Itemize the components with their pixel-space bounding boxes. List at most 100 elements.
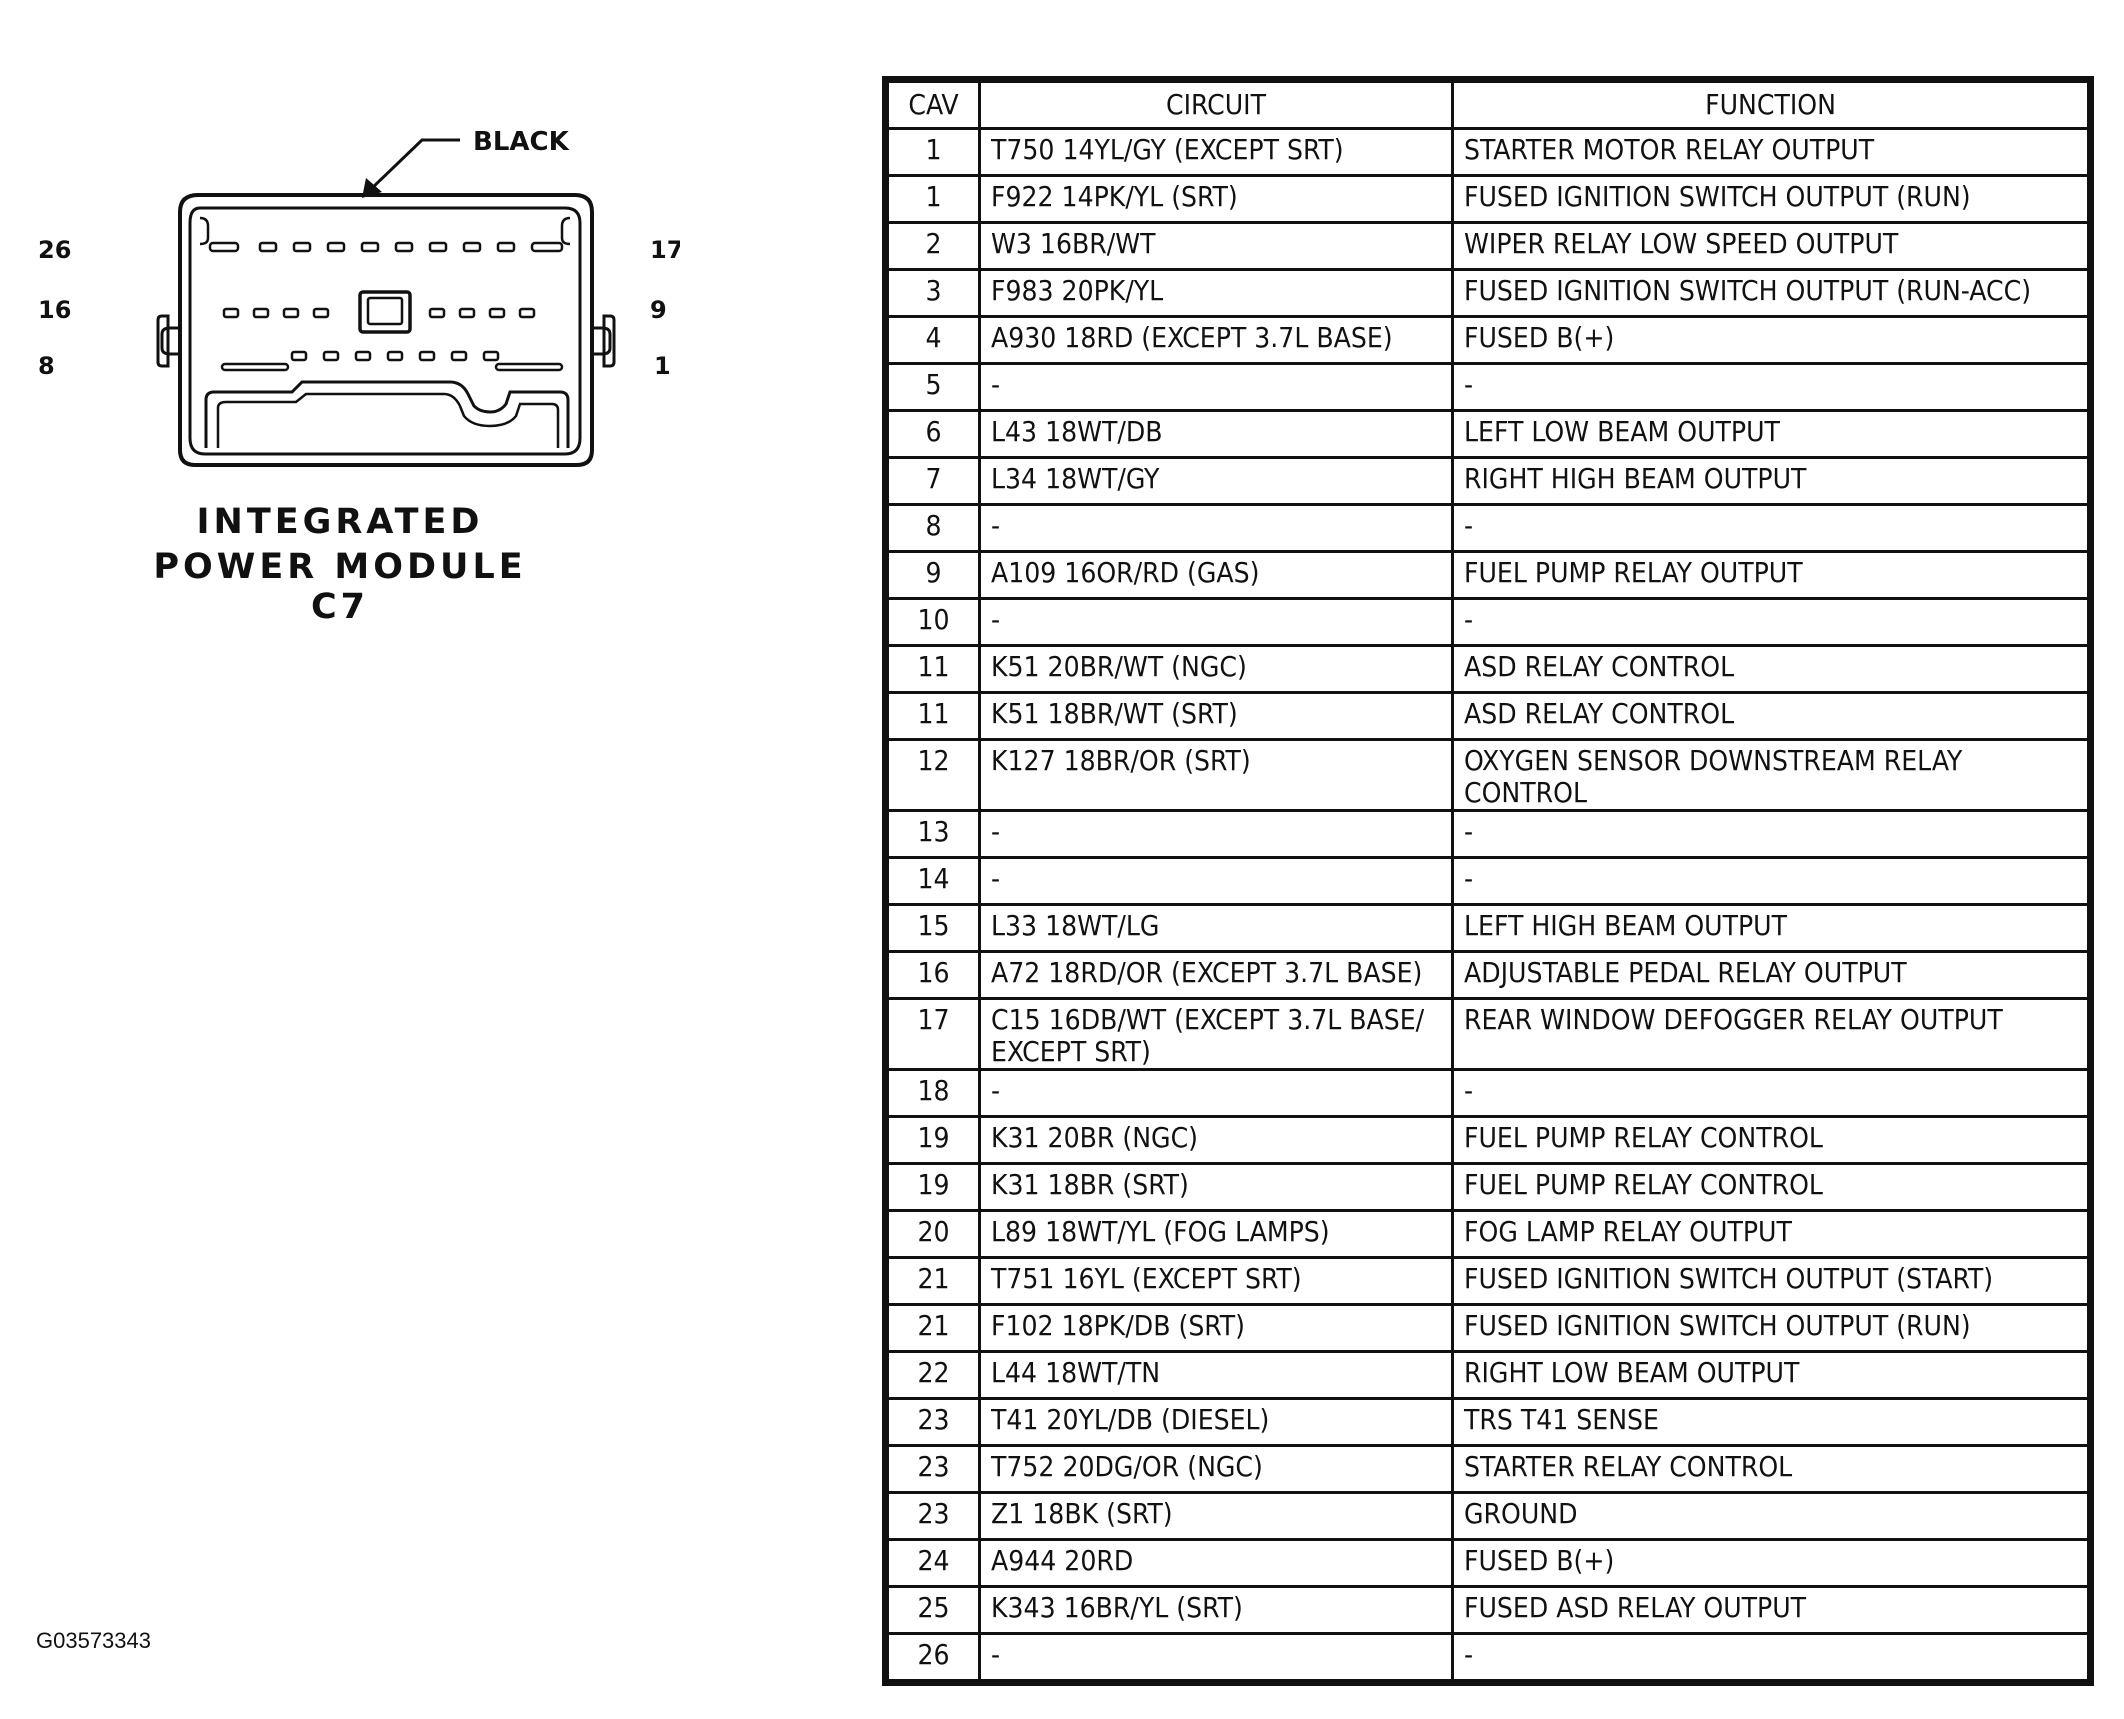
function-cell: FUSED B(+) (1451, 1538, 2090, 1588)
circuit-cell: K31 18BR (SRT) (978, 1162, 1454, 1212)
pin-label-26: 26 (38, 236, 71, 264)
connector-title-line-1: INTEGRATED (196, 502, 484, 542)
cav-cell: 20 (886, 1209, 981, 1259)
cav-cell: 17 (886, 997, 981, 1071)
cav-cell: 22 (886, 1350, 981, 1400)
circuit-cell: K31 20BR (NGC) (978, 1115, 1454, 1165)
pin-label-8: 8 (38, 352, 55, 380)
circuit-cell: T752 20DG/OR (NGC) (978, 1444, 1454, 1494)
table-row: 13-- (886, 809, 2090, 859)
circuit-cell: C15 16DB/WT (EXCEPT 3.7L BASE/ EXCEPT SR… (978, 997, 1454, 1071)
circuit-cell: Z1 18BK (SRT) (978, 1491, 1454, 1541)
cav-cell: 21 (886, 1303, 981, 1353)
function-cell: FUEL PUMP RELAY CONTROL (1451, 1162, 2090, 1212)
function-cell: LEFT LOW BEAM OUTPUT (1451, 409, 2090, 459)
header-circuit: CIRCUIT (978, 80, 1454, 130)
circuit-cell: L33 18WT/LG (978, 903, 1454, 953)
cav-cell: 23 (886, 1444, 981, 1494)
circuit-cell: F922 14PK/YL (SRT) (978, 174, 1454, 224)
function-cell: ASD RELAY CONTROL (1451, 644, 2090, 694)
pin-label-9: 9 (650, 296, 667, 324)
black-leader-arrow (362, 138, 460, 198)
table-row: 5-- (886, 362, 2090, 412)
circuit-cell: F102 18PK/DB (SRT) (978, 1303, 1454, 1353)
circuit-cell: K51 18BR/WT (SRT) (978, 691, 1454, 741)
cav-cell: 9 (886, 550, 981, 600)
circuit-cell: - (978, 362, 1454, 412)
table-header-row: CAV CIRCUIT FUNCTION (886, 80, 2090, 130)
circuit-cell: - (978, 1632, 1454, 1682)
function-cell: - (1451, 809, 2090, 859)
function-cell: REAR WINDOW DEFOGGER RELAY OUTPUT (1451, 997, 2090, 1071)
circuit-cell: A930 18RD (EXCEPT 3.7L BASE) (978, 315, 1454, 365)
cav-cell: 21 (886, 1256, 981, 1306)
function-cell: - (1451, 597, 2090, 647)
pin-label-17: 17 (650, 236, 680, 264)
function-cell: ASD RELAY CONTROL (1451, 691, 2090, 741)
cav-cell: 10 (886, 597, 981, 647)
figure-id: G03573343 (36, 1628, 151, 1653)
circuit-cell: T750 14YL/GY (EXCEPT SRT) (978, 127, 1454, 177)
cav-cell: 7 (886, 456, 981, 506)
function-cell: FUSED B(+) (1451, 315, 2090, 365)
function-cell: WIPER RELAY LOW SPEED OUTPUT (1451, 221, 2090, 271)
function-cell: STARTER MOTOR RELAY OUTPUT (1451, 127, 2090, 177)
cav-cell: 24 (886, 1538, 981, 1588)
cav-cell: 12 (886, 738, 981, 812)
cav-cell: 16 (886, 950, 981, 1000)
circuit-cell: - (978, 1068, 1454, 1118)
cav-cell: 2 (886, 221, 981, 271)
circuit-cell: A109 16OR/RD (GAS) (978, 550, 1454, 600)
connector-body (156, 193, 616, 467)
circuit-cell: - (978, 856, 1454, 906)
cav-cell: 4 (886, 315, 981, 365)
table-row: 10-- (886, 597, 2090, 647)
table-row: 26-- (886, 1632, 2090, 1682)
function-cell: GROUND (1451, 1491, 2090, 1541)
cav-cell: 13 (886, 809, 981, 859)
cav-cell: 6 (886, 409, 981, 459)
cav-cell: 19 (886, 1162, 981, 1212)
connector-diagram: BLACK (38, 127, 680, 467)
cav-cell: 15 (886, 903, 981, 953)
function-cell: STARTER RELAY CONTROL (1451, 1444, 2090, 1494)
circuit-cell: L89 18WT/YL (FOG LAMPS) (978, 1209, 1454, 1259)
cav-cell: 23 (886, 1491, 981, 1541)
circuit-cell: K51 20BR/WT (NGC) (978, 644, 1454, 694)
header-cav: CAV (886, 80, 981, 130)
function-cell: - (1451, 1068, 2090, 1118)
circuit-cell: - (978, 503, 1454, 553)
connector-title-line-2: POWER MODULE C7 (153, 547, 527, 627)
circuit-cell: L43 18WT/DB (978, 409, 1454, 459)
function-cell: FUEL PUMP RELAY OUTPUT (1451, 550, 2090, 600)
cav-cell: 23 (886, 1397, 981, 1447)
circuit-cell: T41 20YL/DB (DIESEL) (978, 1397, 1454, 1447)
function-cell: FUSED IGNITION SWITCH OUTPUT (RUN-ACC) (1451, 268, 2090, 318)
header-function: FUNCTION (1451, 80, 2090, 130)
table-row: 14-- (886, 856, 2090, 906)
color-label: BLACK (473, 127, 570, 157)
cav-cell: 19 (886, 1115, 981, 1165)
cav-cell: 18 (886, 1068, 981, 1118)
function-cell: RIGHT LOW BEAM OUTPUT (1451, 1350, 2090, 1400)
function-cell: - (1451, 856, 2090, 906)
circuit-cell: W3 16BR/WT (978, 221, 1454, 271)
